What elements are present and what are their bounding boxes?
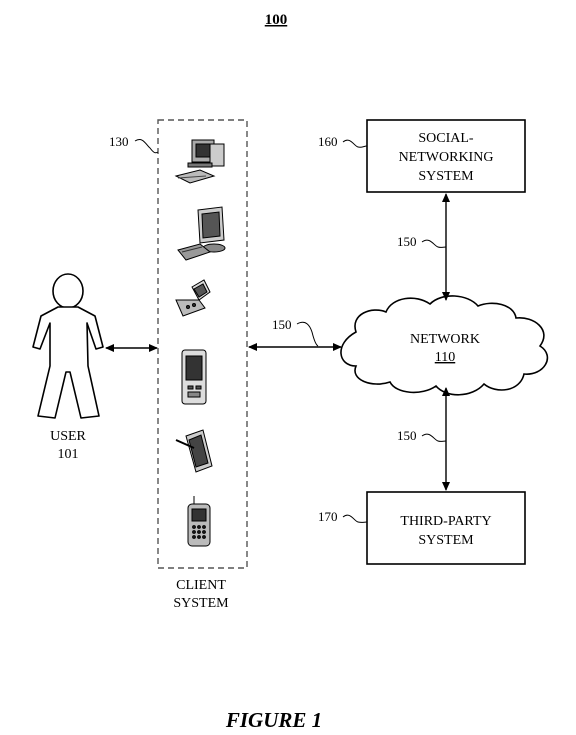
figure-caption: FIGURE 1 (225, 708, 322, 732)
social-networking-system-box (366, 119, 526, 193)
user-figure-icon (32, 273, 104, 419)
social-networking-ref-leader (342, 139, 368, 148)
network-cloud (340, 295, 549, 396)
social-network-link-ref: 150 (397, 234, 417, 249)
third-party-system-box (366, 491, 526, 565)
figure-number: 100 (265, 12, 288, 28)
flip-phone-icon (175, 279, 211, 317)
social-networking-system-line3: SYSTEM (418, 169, 474, 184)
third-party-ref-leader (342, 514, 368, 523)
tablet-with-stylus-icon (175, 429, 213, 473)
third-party-system-line1: THIRD-PARTY (400, 514, 491, 529)
network-thirdparty-ref-leader (421, 433, 447, 442)
desktop-computer-icon (174, 139, 225, 184)
client-network-ref-leader (296, 321, 319, 347)
monitor-keyboard-icon (177, 206, 226, 261)
client-system-ref-leader (134, 139, 159, 154)
client-system-label-line2: SYSTEM (173, 596, 229, 611)
cell-phone-icon (187, 496, 211, 547)
client-network-link-ref: 150 (272, 317, 292, 332)
pda-icon (181, 349, 207, 405)
client-system-ref: 130 (109, 134, 129, 149)
user-number: 101 (58, 447, 79, 462)
network-label: NETWORK (410, 332, 480, 347)
client-system-box (157, 119, 248, 569)
network-thirdparty-link-ref: 150 (397, 428, 417, 443)
social-network-ref-leader (421, 239, 447, 248)
network-number: 110 (435, 350, 455, 365)
social-networking-system-ref: 160 (318, 134, 338, 149)
user-label: USER (50, 429, 86, 444)
third-party-system-ref: 170 (318, 509, 338, 524)
social-networking-system-line1: SOCIAL- (418, 131, 474, 146)
client-system-label-line1: CLIENT (176, 578, 226, 593)
social-networking-system-line2: NETWORKING (399, 150, 494, 165)
third-party-system-line2: SYSTEM (418, 533, 474, 548)
